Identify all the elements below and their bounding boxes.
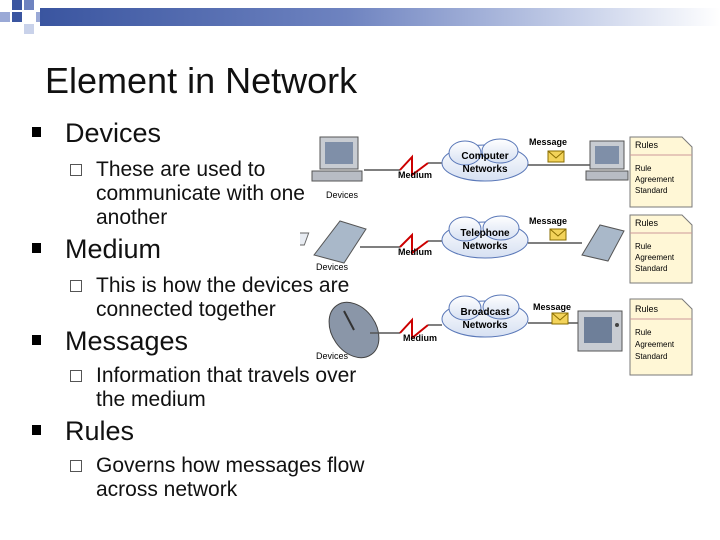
cloud-label-line-1: Broadcast bbox=[461, 307, 511, 318]
envelope-icon bbox=[547, 150, 565, 163]
devices-label: Devices bbox=[316, 351, 349, 361]
telephone-device-icon bbox=[300, 220, 367, 264]
bullet-marker-icon bbox=[32, 243, 41, 253]
rules-title: Rules bbox=[635, 140, 659, 150]
row-broadcast-networks: Devices Medium Broadcast Networks Messag… bbox=[316, 294, 693, 376]
rules-title: Rules bbox=[635, 304, 659, 314]
rules-document-icon bbox=[629, 298, 693, 376]
header-bar bbox=[40, 8, 720, 26]
bullet-marker-icon bbox=[32, 425, 41, 435]
row-computer-networks: Devices Medium Computer Networks Message… bbox=[311, 136, 693, 208]
computer-device-icon bbox=[311, 136, 363, 182]
slide-title: Element in Network bbox=[45, 60, 358, 101]
computer-device-icon bbox=[585, 140, 629, 181]
checkbox-bullet-icon bbox=[70, 460, 82, 472]
rules-line: Rule bbox=[635, 328, 652, 337]
devices-label: Devices bbox=[316, 262, 349, 272]
rules-line: Rule bbox=[635, 164, 652, 173]
cloud-label-line-1: Telephone bbox=[460, 228, 510, 239]
rules-line: Rule bbox=[635, 242, 652, 251]
message-label: Message bbox=[533, 302, 571, 312]
medium-label: Medium bbox=[398, 170, 432, 180]
rules-line: Standard bbox=[635, 264, 667, 273]
medium-label: Medium bbox=[403, 333, 437, 343]
envelope-icon bbox=[551, 312, 569, 325]
row-telephone-networks: Devices Medium Telephone Networks Messag… bbox=[300, 214, 693, 284]
bullet-marker-icon bbox=[32, 335, 41, 345]
cloud-icon bbox=[441, 294, 529, 338]
cloud-label-line-2: Networks bbox=[462, 320, 507, 331]
television-device-icon bbox=[577, 310, 623, 352]
checkbox-bullet-icon bbox=[70, 164, 82, 176]
medium-label: Medium bbox=[398, 247, 432, 257]
telephone-device-icon bbox=[581, 224, 625, 262]
rules-line: Standard bbox=[635, 352, 667, 361]
satellite-dish-icon bbox=[328, 301, 380, 359]
rules-line: Agreement bbox=[635, 253, 675, 262]
cloud-label-line-2: Networks bbox=[462, 241, 507, 252]
devices-label: Devices bbox=[326, 190, 359, 200]
cloud-icon bbox=[441, 138, 529, 182]
rules-line: Agreement bbox=[635, 340, 675, 349]
checkbox-bullet-icon bbox=[70, 280, 82, 292]
checkbox-bullet-icon bbox=[70, 370, 82, 382]
rules-line: Standard bbox=[635, 186, 667, 195]
network-elements-diagram: Devices Medium Computer Networks Message… bbox=[300, 136, 693, 376]
envelope-icon bbox=[549, 228, 567, 241]
cloud-icon bbox=[441, 215, 529, 259]
rules-document-icon bbox=[629, 214, 693, 284]
rules-line: Agreement bbox=[635, 175, 675, 184]
cloud-label-line-2: Networks bbox=[462, 164, 507, 175]
rules-title: Rules bbox=[635, 218, 659, 228]
cloud-label-line-1: Computer bbox=[461, 151, 508, 162]
message-label: Message bbox=[529, 137, 567, 147]
bullet-marker-icon bbox=[32, 127, 41, 137]
message-label: Message bbox=[529, 216, 567, 226]
